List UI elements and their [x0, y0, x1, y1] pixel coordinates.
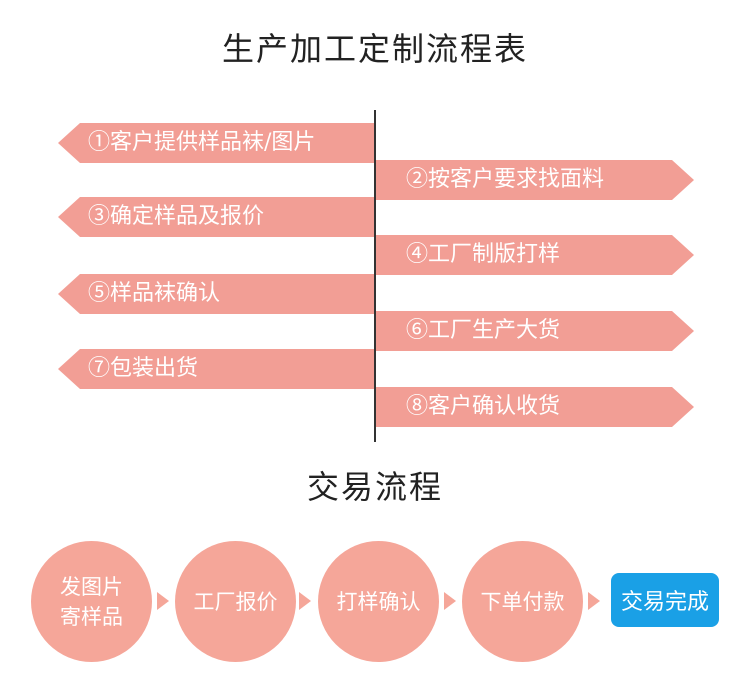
flow-step-4: ④工厂制版打样: [376, 235, 694, 275]
trade-step-label: 打样确认: [336, 589, 421, 614]
trade-step-label: 工厂报价: [193, 589, 278, 614]
trade-step-factory-quote: 工厂报价: [175, 541, 296, 662]
trade-step-sample-confirm: 打样确认: [318, 541, 439, 662]
chevron-right-icon: [299, 592, 311, 610]
trade-complete-badge: 交易完成: [611, 573, 719, 627]
chevron-right-icon: [157, 592, 169, 610]
flow-step-5: ⑤样品袜确认: [58, 274, 374, 314]
flow-step-8: ⑧客户确认收货: [376, 387, 694, 427]
flow-step-2: ②按客户要求找面料: [376, 160, 694, 200]
flow-step-7: ⑦包装出货: [58, 349, 374, 389]
flow-step-1: ①客户提供样品袜/图片: [58, 123, 374, 163]
trade-step-send-samples: 发图片 寄样品: [31, 541, 152, 662]
flow-step-3: ③确定样品及报价: [58, 197, 374, 237]
timeline-divider: [374, 110, 376, 442]
chevron-right-icon: [588, 592, 600, 610]
trade-step-label: 发图片: [60, 574, 123, 599]
flow-step-6: ⑥工厂生产大货: [376, 311, 694, 351]
chevron-right-icon: [444, 592, 456, 610]
trade-step-label: 寄样品: [60, 604, 123, 629]
page-title: 生产加工定制流程表: [221, 30, 528, 68]
trade-step-order-payment: 下单付款: [462, 541, 583, 662]
trade-process-title: 交易流程: [306, 468, 443, 506]
trade-step-label: 下单付款: [480, 589, 565, 614]
